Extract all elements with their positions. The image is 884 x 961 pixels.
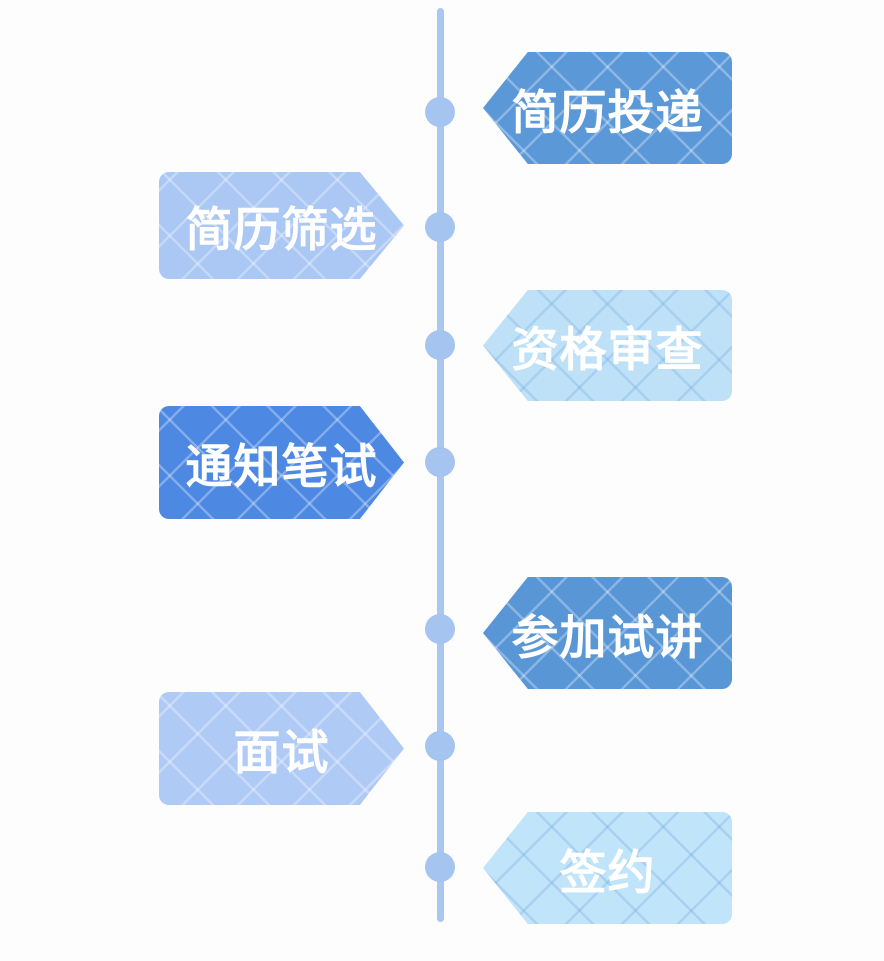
step-banner-qualification-review: 资格审查 — [483, 290, 732, 401]
step-banner-signing: 签约 — [483, 812, 732, 924]
step-label: 简历投递 — [511, 85, 704, 139]
step-label: 面试 — [233, 726, 330, 779]
step-label: 通知笔试 — [185, 440, 378, 493]
timeline-dot — [425, 97, 455, 127]
step-banner-resume-screening: 简历筛选 — [159, 172, 404, 279]
timeline-dot — [425, 447, 455, 477]
timeline-dot — [425, 852, 455, 882]
step-banner-resume-submission: 简历投递 — [483, 52, 732, 164]
step-label: 资格审查 — [511, 323, 704, 376]
step-label: 签约 — [559, 845, 656, 899]
step-banner-trial-lecture: 参加试讲 — [483, 577, 732, 689]
timeline-dot — [425, 330, 455, 360]
timeline-dot — [425, 614, 455, 644]
timeline-dot — [425, 212, 455, 242]
step-banner-written-test-notice: 通知笔试 — [159, 406, 404, 519]
step-banner-interview: 面试 — [159, 692, 404, 805]
step-label: 参加试讲 — [511, 610, 704, 664]
timeline-dot — [425, 731, 455, 761]
step-label: 简历筛选 — [185, 203, 378, 256]
